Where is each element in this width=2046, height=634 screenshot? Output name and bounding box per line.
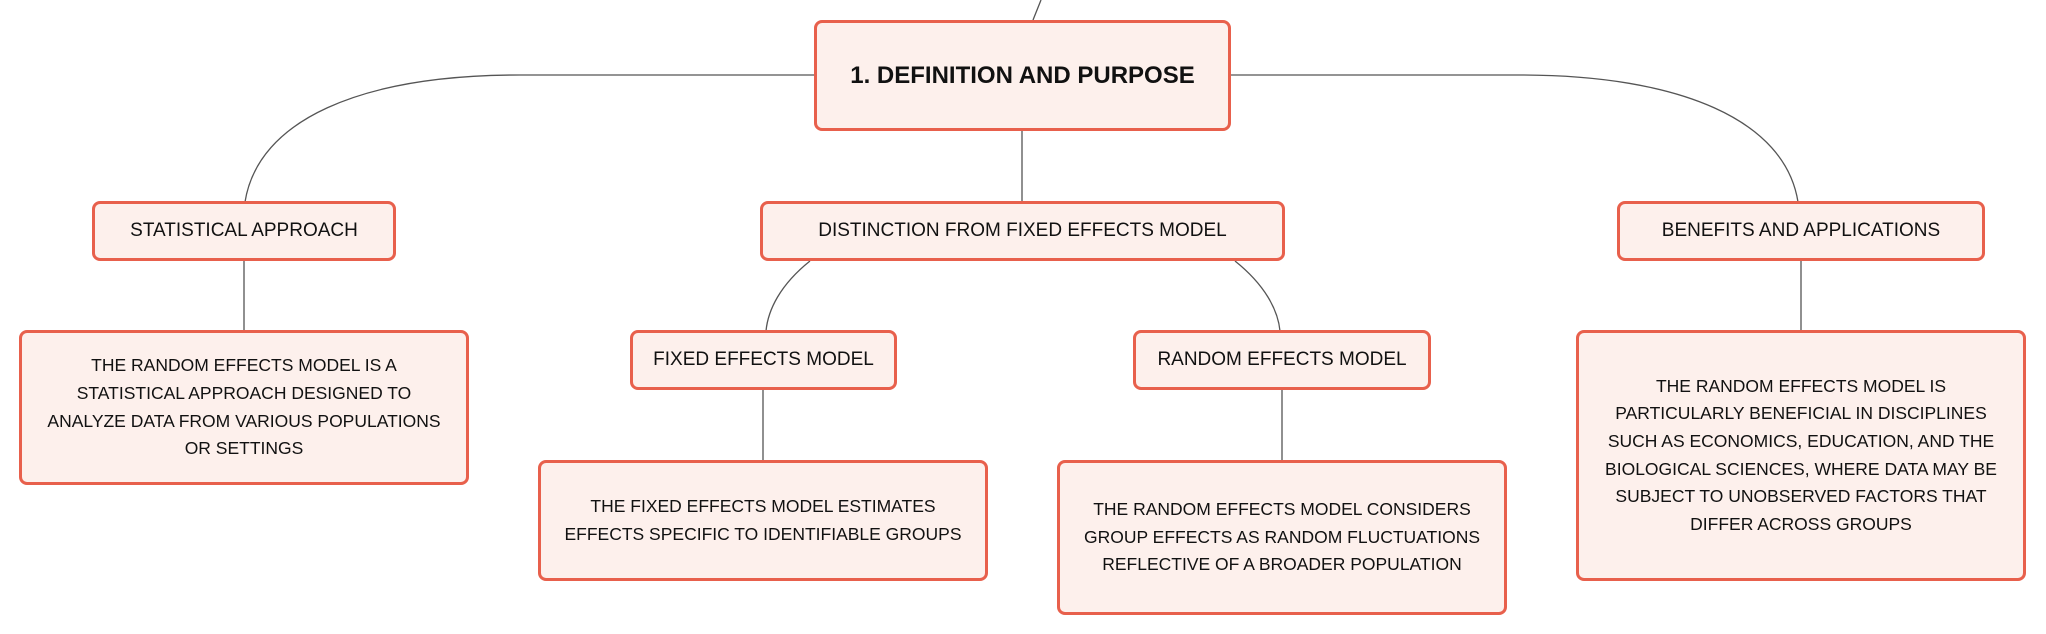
connector-distinction-to-fixed [765,260,811,332]
node-statistical-approach[interactable]: STATISTICAL APPROACH [92,201,396,261]
node-distinction-from-fixed-effects[interactable]: DISTINCTION FROM FIXED EFFECTS MODEL [760,201,1285,261]
detail-fixed-effects-model[interactable]: THE FIXED EFFECTS MODEL ESTIMATES EFFECT… [538,460,988,581]
detail-random-effects-model[interactable]: THE RANDOM EFFECTS MODEL CONSIDERS GROUP… [1057,460,1507,615]
connector-root-to-benefits [1230,74,1799,203]
connector-incoming-parent [1032,0,1042,21]
connector-root-to-statistical-approach [244,74,815,203]
node-fixed-effects-model[interactable]: FIXED EFFECTS MODEL [630,330,897,390]
node-benefits-and-applications[interactable]: BENEFITS AND APPLICATIONS [1617,201,1985,261]
detail-benefits-and-applications[interactable]: THE RANDOM EFFECTS MODEL IS PARTICULARLY… [1576,330,2026,581]
node-random-effects-model[interactable]: RANDOM EFFECTS MODEL [1133,330,1431,390]
connector-distinction-to-random [1234,260,1281,332]
detail-statistical-approach[interactable]: THE RANDOM EFFECTS MODEL IS A STATISTICA… [19,330,469,485]
root-node-definition-and-purpose[interactable]: 1. DEFINITION AND PURPOSE [814,20,1231,131]
